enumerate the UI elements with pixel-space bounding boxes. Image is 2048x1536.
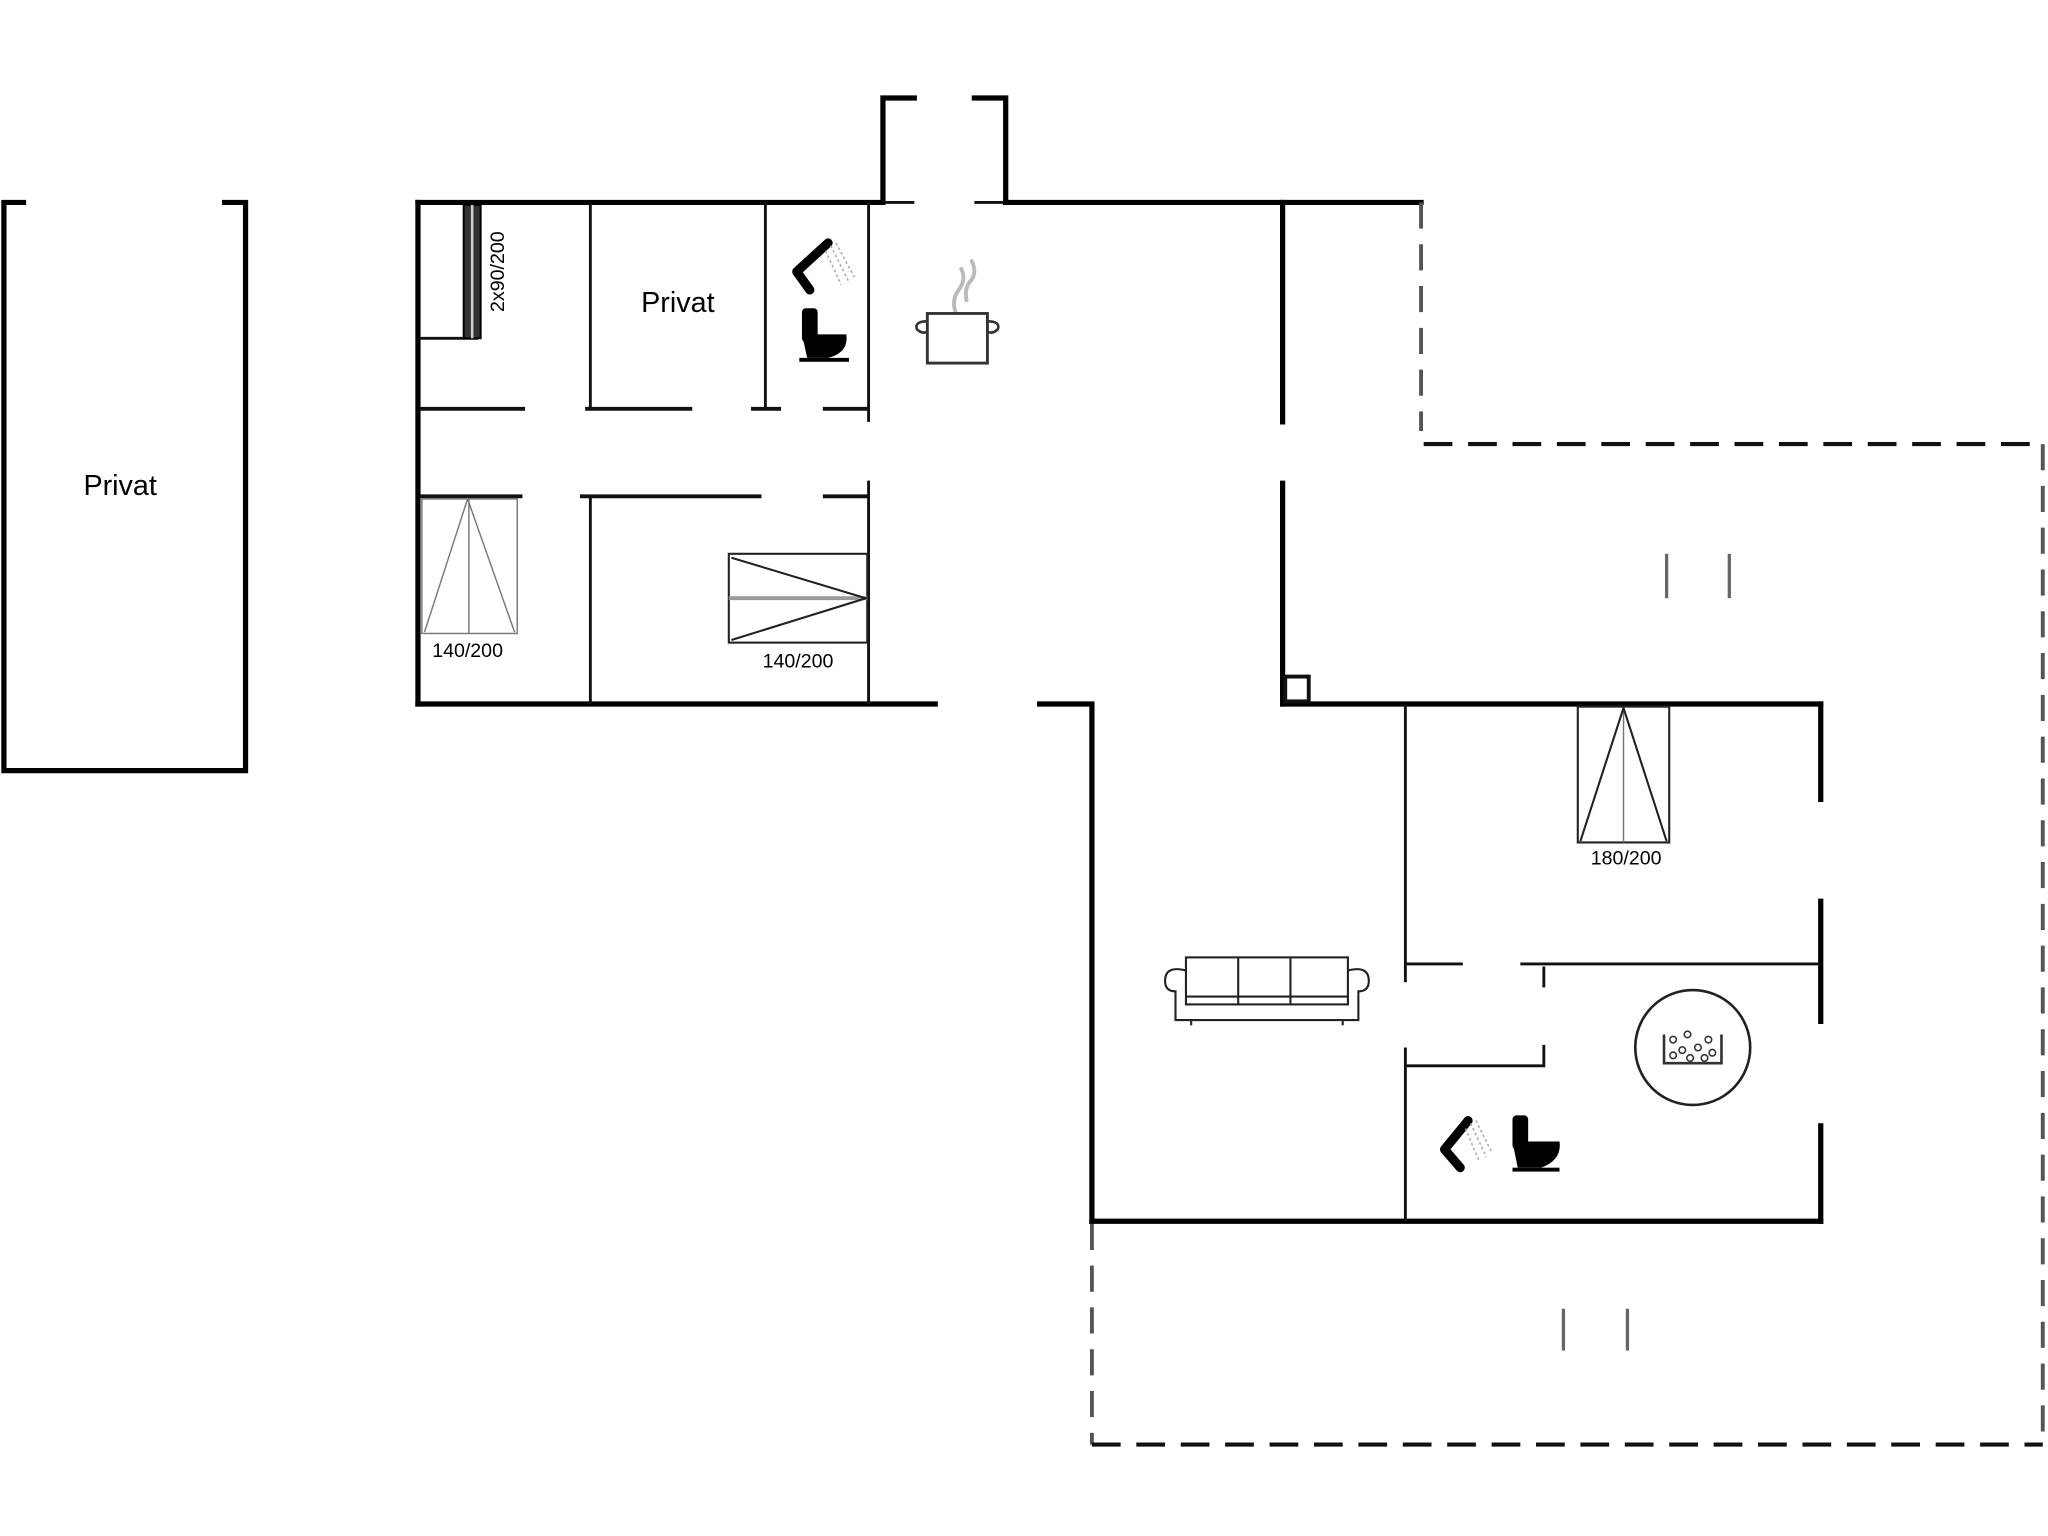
shower-icon bbox=[1439, 1116, 1493, 1173]
bed-bunk: 2x90/200 bbox=[420, 204, 509, 340]
bed-left: 140/200 bbox=[421, 496, 518, 662]
private-room-label: Privat bbox=[641, 287, 714, 319]
toilet-icon bbox=[1512, 1115, 1560, 1172]
main-walls bbox=[415, 95, 1824, 1224]
bathroom-top bbox=[792, 238, 855, 362]
cooking-pot-icon bbox=[915, 259, 1000, 365]
interior-partitions bbox=[420, 202, 1821, 1222]
bed-bunk-size: 2x90/200 bbox=[487, 231, 509, 312]
bed-middle-size: 140/200 bbox=[763, 650, 834, 672]
sofa-icon bbox=[1164, 956, 1370, 1026]
shower-icon bbox=[792, 238, 855, 295]
whirlpool-icon bbox=[1633, 988, 1752, 1107]
toilet-icon bbox=[799, 308, 849, 362]
terrace-east bbox=[1419, 202, 2045, 1445]
terrace-south bbox=[1089, 1223, 2043, 1447]
bed-left-size: 140/200 bbox=[432, 640, 503, 662]
outbuilding: Privat bbox=[1, 199, 249, 774]
bed-master-size: 180/200 bbox=[1591, 848, 1662, 870]
outbuilding-label: Privat bbox=[83, 470, 156, 502]
bed-middle: 140/200 bbox=[727, 552, 870, 672]
bathroom-bottom bbox=[1439, 1115, 1560, 1173]
bed-master: 180/200 bbox=[1576, 704, 1671, 870]
